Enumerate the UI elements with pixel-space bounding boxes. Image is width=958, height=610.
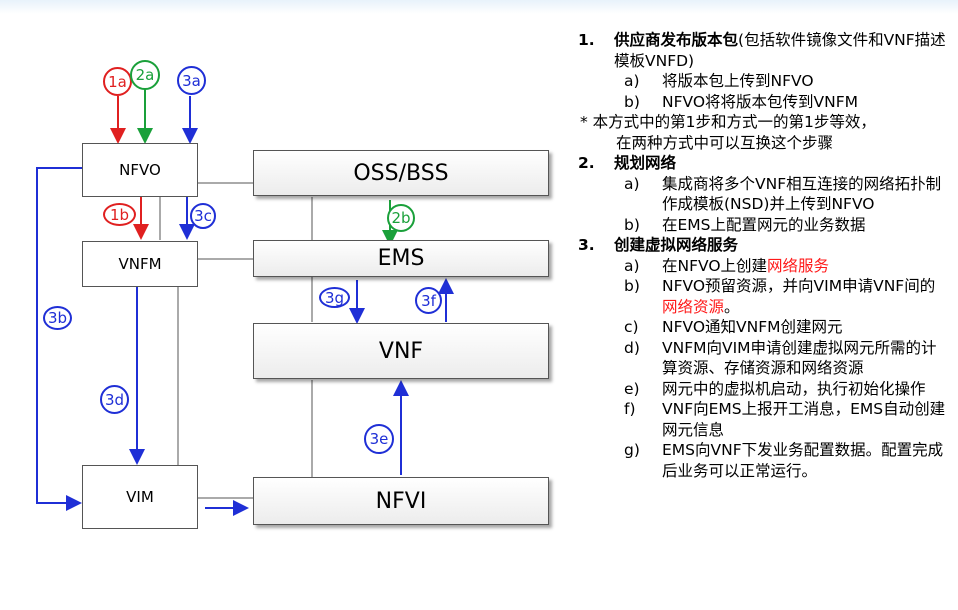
step-label-1a: 1a — [103, 67, 132, 96]
step-label-1b: 1b — [103, 203, 136, 226]
step-2: 2.规划网络 — [578, 154, 677, 172]
step-label-2b: 2b — [387, 204, 415, 232]
step-2b: b)在EMS上配置网元的业务数据 — [624, 215, 866, 234]
step-3f: f)VNF向EMS上报开工消息，EMS自动创建网元信息 — [624, 400, 946, 439]
step-label-3a: 3a — [177, 66, 206, 95]
step-1b: b)NFVO将将版本包传到VNFM — [624, 92, 859, 111]
steps-list: 1.供应商发布版本包(包括软件镜像文件和VNF描述模板VNFD) a)将版本包上… — [578, 30, 948, 481]
nfvi-box: NFVI — [253, 477, 549, 525]
step-1: 1.供应商发布版本包(包括软件镜像文件和VNF描述模板VNFD) — [578, 31, 946, 70]
step-label-3f: 3f — [415, 287, 442, 314]
step-3: 3.创建虚拟网络服务 — [578, 236, 739, 254]
step-3g: g)EMS向VNF下发业务配置数据。配置完成后业务可以正常运行。 — [624, 441, 944, 480]
ems-box: EMS — [253, 240, 549, 277]
step-2a: a)集成商将多个VNF相互连接的网络拓扑制作成模板(NSD)并上传到NFVO — [624, 174, 942, 214]
step-label-3c: 3c — [190, 203, 216, 229]
step-label-3d: 3d — [100, 385, 129, 414]
nfvo-box: NFVO — [82, 143, 198, 197]
step-3e: e)网元中的虚拟机启动，执行初始化操作 — [624, 379, 926, 398]
connector-lines — [159, 182, 313, 499]
oss-bss-box: OSS/BSS — [253, 150, 549, 196]
step-1a: a)将版本包上传到NFVO — [624, 72, 814, 90]
vnfm-box: VNFM — [82, 241, 198, 287]
vnf-box: VNF — [253, 323, 549, 379]
step-label-3g: 3g — [319, 287, 350, 308]
step-label-3b: 3b — [43, 306, 72, 330]
step-label-3e: 3e — [364, 424, 394, 454]
top-banner — [0, 0, 958, 14]
step-3a: a)在NFVO上创建网络服务 — [624, 256, 830, 275]
step-label-2a: 2a — [130, 60, 160, 90]
step-3b: b)NFVO预留资源，并向VIM申请VNF间的网络资源。 — [624, 277, 936, 316]
step-note: * 本方式中的第1步和方式一的第1步等效，在两种方式中可以互换这个步骤 — [580, 113, 876, 152]
architecture-diagram — [36, 86, 454, 516]
step-3c: c)NFVO通知VNFM创建网元 — [624, 318, 843, 336]
vim-box: VIM — [82, 465, 198, 529]
step-3d: d)VNFM向VIM申请创建虚拟网元所需的计算资源、存储资源和网络资源 — [624, 338, 937, 378]
